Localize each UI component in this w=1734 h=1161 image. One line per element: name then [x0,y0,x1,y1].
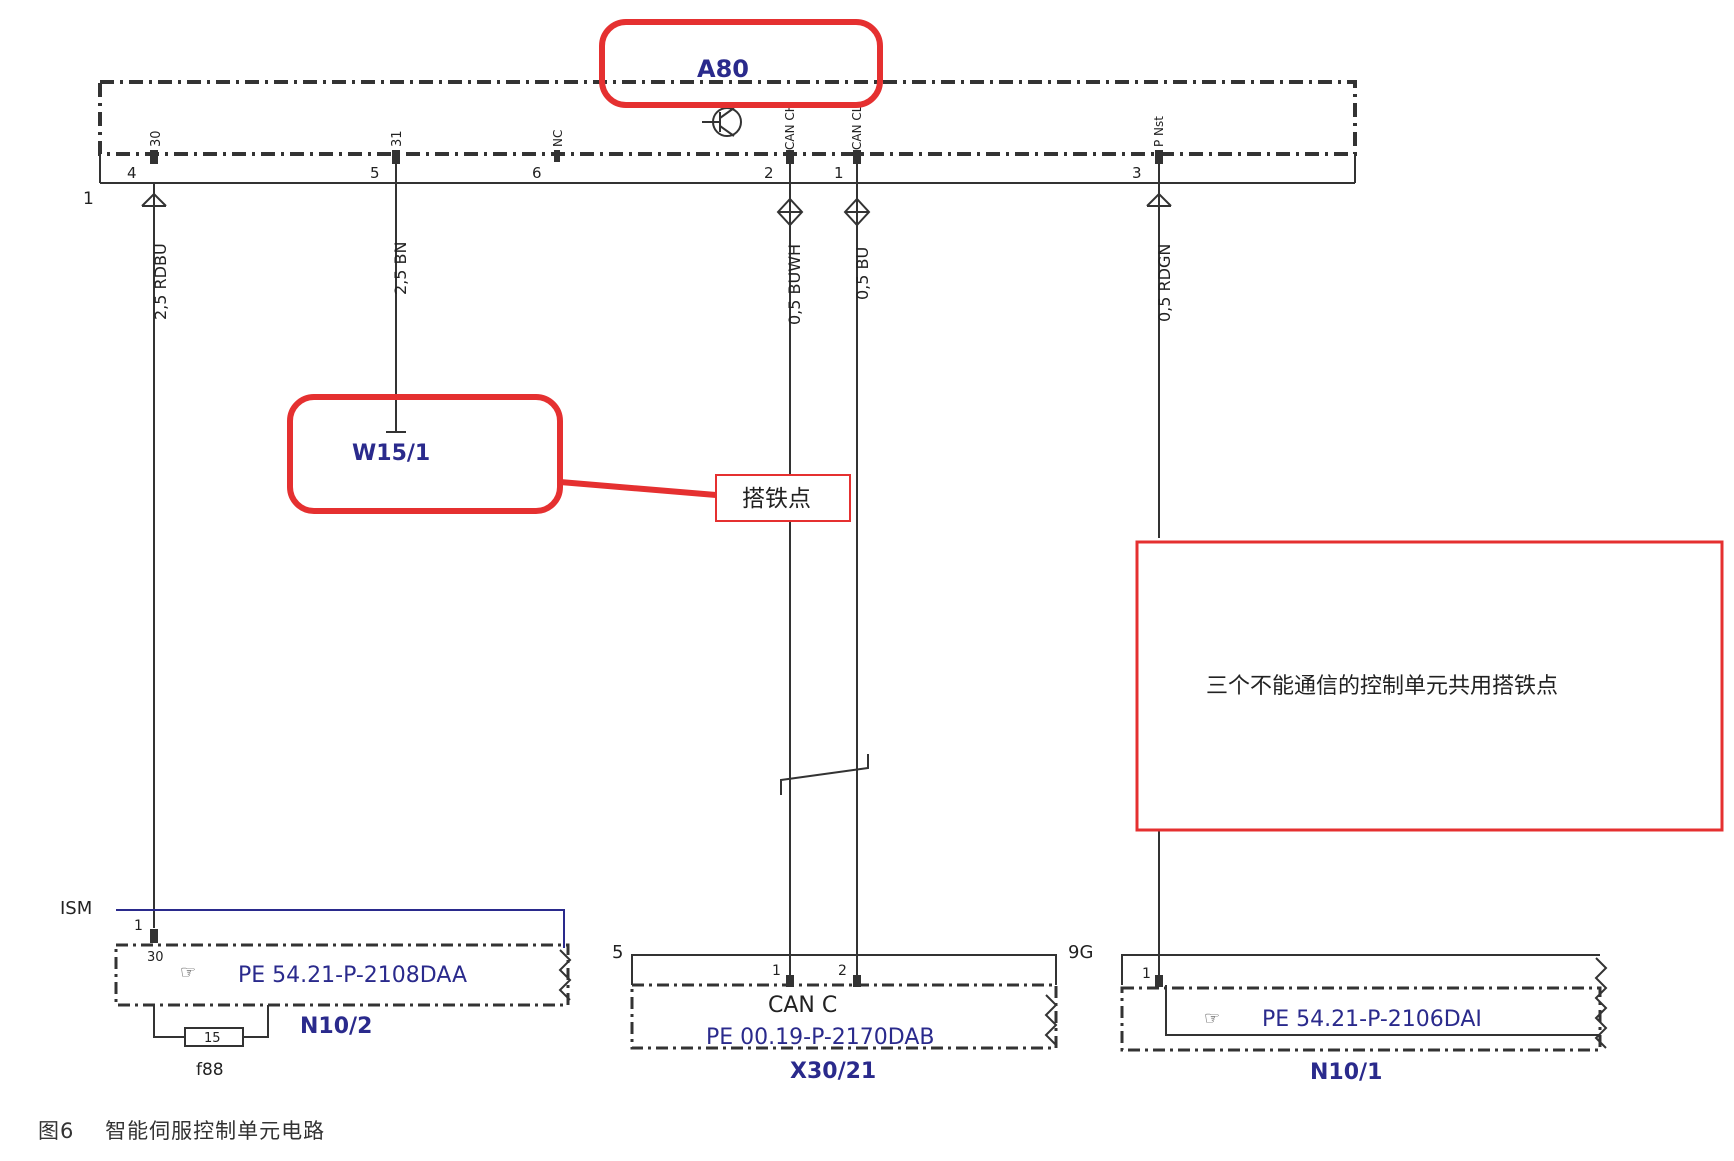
a80-pin-5: 5 31 [370,130,405,182]
svg-text:5: 5 [370,164,380,182]
x30-bus-label: CAN C [768,993,837,1018]
svg-text:CAN CL: CAN CL [850,105,864,150]
callout-connector [559,479,717,498]
x30-21-name: X30/21 [790,1059,876,1084]
a80-module-name: A80 [697,55,749,83]
wire-label-bn: 2,5 BN [391,242,410,295]
wire-label-bu: 0,5 BU [853,247,872,300]
svg-text:1: 1 [134,918,143,934]
wire-0-5-rdgn [1146,164,1172,985]
fuse-f88 [184,1027,244,1047]
svg-text:1: 1 [772,963,781,979]
book-icon: ☞ [180,962,196,983]
shared-ground-note-box [1135,540,1724,832]
ground-label-text: 搭铁点 [742,486,811,512]
n10-1-module-outline [1120,986,1602,1052]
x30-top-right-label: 9G [1068,942,1093,963]
svg-text:30: 30 [149,130,164,147]
shared-ground-note-text: 三个不能通信的控制单元共用搭铁点 [1206,674,1558,699]
svg-text:P Nst: P Nst [1152,116,1166,147]
svg-text:2: 2 [838,963,847,979]
fuse-name: f88 [196,1060,224,1080]
ground-point-name: W15/1 [352,441,430,466]
a80-module-outline [98,80,1357,156]
ism-line [116,909,565,948]
figure-caption: 图6 智能伺服控制单元电路 [38,1115,325,1145]
a80-pin-2: 2 CAN CH [764,103,797,182]
wire-0-5-buwh [776,164,804,978]
ground-ref-label: 1 [83,189,94,209]
n10-1-name: N10/1 [1310,1060,1382,1085]
wire-2-5-rdbu [141,183,167,928]
wire-label-buwh: 0,5 BUWH [785,244,804,325]
x30-top-left-label: 5 [612,942,623,963]
wire-2-5-bn [386,164,406,433]
svg-text:15: 15 [204,1031,221,1046]
svg-text:4: 4 [127,164,137,182]
svg-text:30: 30 [147,950,164,965]
a80-pin-1: 1 CAN CL [834,105,864,182]
figure-title: 智能伺服控制单元电路 [105,1119,326,1143]
svg-text:1: 1 [834,164,844,182]
x30-21-module-outline [630,983,1058,1050]
x30-top-line [631,954,1057,985]
ism-label: ISM [60,898,92,919]
wire-label-rdbu: 2,5 RDBU [151,243,170,320]
wire-label-rdgn: 0,5 RDGN [1155,244,1174,322]
n10-2-name: N10/2 [300,1014,372,1039]
svg-text:NC: NC [551,130,565,147]
svg-text:3: 3 [1132,164,1142,182]
figure-number: 图6 [38,1119,75,1143]
a80-pin-6: 6 NC [532,130,565,182]
wire-0-5-bu [843,164,871,978]
ground-label-box [715,474,851,522]
a80-pin-4: 4 30 [127,130,164,182]
svg-text:31: 31 [390,130,405,147]
n10-1-top-line [1121,954,1600,985]
svg-text:1: 1 [1142,966,1151,982]
book-icon: ☞ [1204,1008,1220,1029]
svg-text:CAN CH: CAN CH [783,103,797,150]
n10-1-ref[interactable]: PE 54.21-P-2106DAI [1262,1007,1482,1032]
twisted-pair-mark [780,754,869,795]
n10-2-module-outline [114,943,570,1007]
ground-highlight-box [287,394,563,514]
svg-text:6: 6 [532,164,542,182]
svg-text:2: 2 [764,164,774,182]
a80-highlight-box [599,19,883,108]
a80-pin-3: 3 P Nst [1132,116,1166,182]
transistor-icon [702,107,742,137]
n10-2-ref[interactable]: PE 54.21-P-2108DAA [238,963,467,988]
x30-21-ref[interactable]: PE 00.19-P-2170DAB [706,1025,935,1050]
